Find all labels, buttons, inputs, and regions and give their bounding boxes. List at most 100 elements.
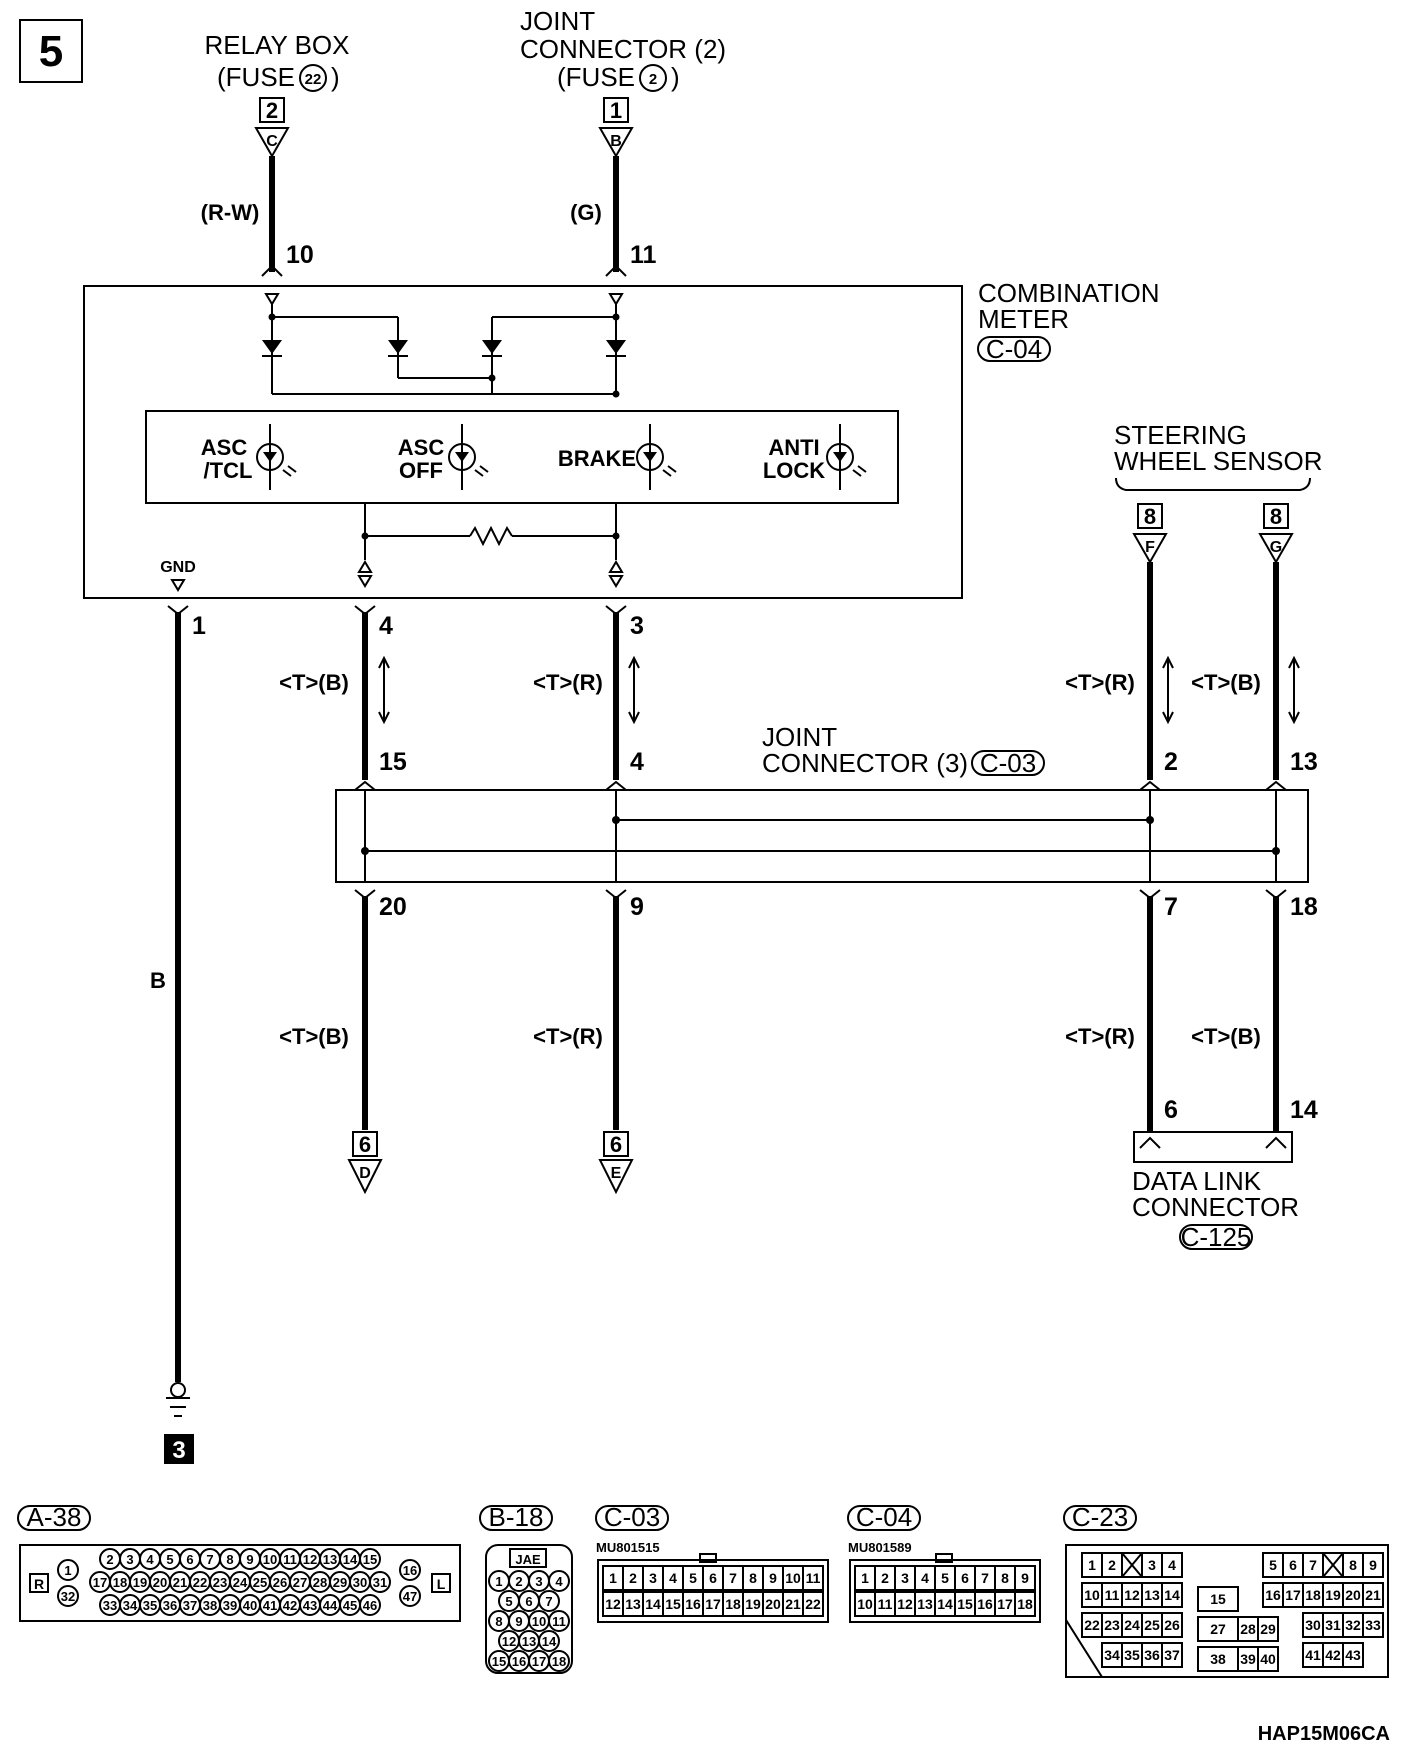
ground-ref-number: 3: [172, 1437, 185, 1464]
asc-tcl-lamp: ASC /TCL: [201, 424, 297, 490]
pin-15: 15: [379, 748, 407, 776]
svg-text:8: 8: [1144, 504, 1156, 529]
connector-c23-cell: [1161, 1612, 1183, 1638]
pin-number: 3: [535, 1574, 542, 1589]
pin-number: 7: [1309, 1557, 1317, 1573]
pin-number: 34: [1104, 1647, 1120, 1663]
svg-text:LOCK: LOCK: [763, 458, 825, 483]
pin-number: 13: [625, 1596, 641, 1612]
data-link-connector: <T>(R) <T>(B) 6 14 DATA LINK CONNECTOR C…: [1065, 896, 1318, 1252]
connector-c03-key: [699, 1553, 717, 1563]
joint-connector-2-wire-color: (G): [570, 200, 602, 225]
relay-box-ref-number: 2: [266, 98, 278, 123]
pin-number: 4: [146, 1552, 154, 1567]
pin-number: 15: [957, 1596, 973, 1612]
pin-number: 2: [881, 1570, 889, 1586]
connector-c03-badge: [595, 1505, 669, 1531]
pin-number: 16: [512, 1654, 526, 1669]
pin-10: 10: [286, 241, 314, 269]
connector-a38-badge: [17, 1505, 91, 1531]
pin-number: 22: [805, 1596, 821, 1612]
connector-c03-body: [597, 1559, 829, 1623]
data-link-connector-label-2: CONNECTOR: [1132, 1192, 1299, 1222]
pin-number: 32: [61, 1589, 75, 1604]
connector-b18-maker: JAE: [515, 1552, 541, 1567]
connector-c04-part-number: MU801589: [848, 1540, 912, 1555]
connector-c23-cell: [1342, 1642, 1364, 1668]
pin-number: 20: [1345, 1587, 1361, 1603]
pin-number: 20: [153, 1575, 167, 1590]
pin-number: 18: [552, 1654, 566, 1669]
pin-number: 31: [373, 1575, 387, 1590]
connector-c23-cell: [1362, 1582, 1384, 1608]
wire-label-upper-1: <T>(B): [279, 670, 349, 695]
svg-text:5: 5: [39, 27, 63, 76]
page-number: 5: [19, 19, 83, 83]
joint-connector-2-ref-number: 1: [610, 98, 622, 123]
wire-label-upper-2: <T>(R): [533, 670, 603, 695]
pin-number: 3: [901, 1570, 909, 1586]
pin-number: 6: [186, 1552, 193, 1567]
pin-number: 12: [502, 1634, 516, 1649]
pin-number: 1: [1088, 1557, 1096, 1573]
joint-connector-2-fuse-label: (FUSE: [557, 62, 635, 92]
joint-connector-3: JOINT CONNECTOR (3) C-03 15 4 2 13 20 9 …: [335, 722, 1318, 921]
pin-number: 12: [1124, 1587, 1140, 1603]
svg-text:G: G: [1270, 539, 1282, 556]
pin-number: 22: [193, 1575, 207, 1590]
pin-3-meter: 3: [630, 612, 644, 640]
pin-number: 2: [1108, 1557, 1116, 1573]
wire-label-lower-3: <T>(R): [1065, 1024, 1135, 1049]
pin-number: 38: [203, 1598, 217, 1613]
joint-connector-2-fuse-number: 2: [649, 71, 657, 88]
pin-20: 20: [379, 893, 407, 921]
diode: [262, 340, 282, 357]
pin-number: 39: [223, 1598, 237, 1613]
pin-number: 6: [709, 1570, 717, 1586]
pin-number: 1: [609, 1570, 617, 1586]
relay-box-wire-color: (R-W): [201, 200, 260, 225]
pin-number: 27: [1210, 1621, 1226, 1637]
pin-number: 46: [363, 1598, 377, 1613]
pin-number: 5: [505, 1594, 512, 1609]
pin-number: 6: [961, 1570, 969, 1586]
steering-wheel-sensor: STEERING WHEEL SENSOR 8 F 8 G <T>(R) <T>…: [1065, 420, 1323, 780]
pin-number: 18: [113, 1575, 127, 1590]
wire-meter-4: 4 <T>(B): [279, 605, 393, 780]
pin-number: 16: [1265, 1587, 1281, 1603]
pin-number: 14: [542, 1634, 557, 1649]
pin-number: 7: [545, 1594, 552, 1609]
pin-number: 4: [1168, 1557, 1176, 1573]
joint-connector-3-label-1: JOINT: [762, 722, 837, 752]
pin-number: 19: [1325, 1587, 1341, 1603]
connector-b18-maker-box: [509, 1548, 547, 1568]
pin-number: 3: [649, 1570, 657, 1586]
pin-number: 1: [64, 1563, 71, 1578]
data-link-connector-id: C-125: [1181, 1222, 1252, 1252]
pin-number: 2: [515, 1574, 522, 1589]
connector-a38-right-mark-box: [431, 1573, 451, 1593]
connector-c23-cell: [1161, 1582, 1183, 1608]
steering-wheel-sensor-label-2: WHEEL SENSOR: [1114, 446, 1323, 476]
pin-number: 30: [1305, 1617, 1321, 1633]
connector-c04-body: [849, 1559, 1041, 1623]
pin-number: 17: [705, 1596, 721, 1612]
combination-meter-label-1: COMBINATION: [978, 278, 1160, 308]
pin-number: 4: [669, 1570, 677, 1586]
lower-wire-e: <T>(R) 6 E: [533, 896, 634, 1195]
pin-number: 8: [495, 1614, 502, 1629]
diode: [482, 340, 502, 357]
pin-circle: [359, 1548, 381, 1570]
pin-9: 9: [630, 893, 644, 921]
relay-box-fuse-number: 22: [305, 71, 322, 88]
pin-number: 11: [283, 1552, 297, 1567]
pin-number: 17: [997, 1596, 1013, 1612]
pin-number: 8: [226, 1552, 233, 1567]
pin-4-joint: 4: [630, 748, 644, 776]
pin-number: 40: [243, 1598, 257, 1613]
connector-b18-id: B-18: [489, 1502, 544, 1532]
pin-number: 7: [206, 1552, 213, 1567]
pin-number: 29: [333, 1575, 347, 1590]
relay-box-ref-letter: C: [266, 133, 278, 150]
connector-c03-cell: [802, 1591, 824, 1617]
